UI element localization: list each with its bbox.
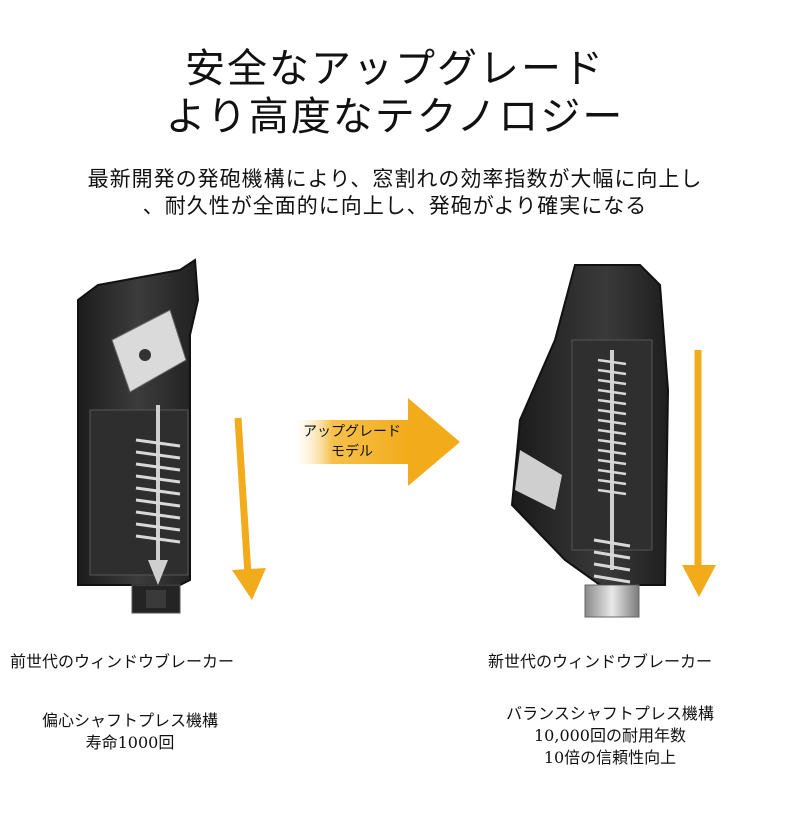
upgrade-label-line2: モデル xyxy=(331,444,373,460)
new-breaker-device xyxy=(510,264,670,618)
comparison-illustration xyxy=(77,258,716,618)
old-model-mechanism: 偏心シャフトプレス機構 xyxy=(41,711,218,730)
old-down-arrow xyxy=(232,417,266,600)
old-spring xyxy=(135,405,181,585)
old-model-lifespan: 寿命1000回 xyxy=(85,733,175,752)
subtitle-line-1: 最新開発の発砲機構により、窓割れの効率指数が大幅に向上し xyxy=(87,167,703,191)
new-model-mechanism: バランスシャフトプレス機構 xyxy=(506,704,714,723)
old-model-name: 前世代のウィンドウブレーカー xyxy=(10,652,235,671)
title-line-1: 安全なアップグレード xyxy=(185,46,605,92)
old-breaker-device xyxy=(77,258,200,614)
new-model-lifespan: 10,000回の耐用年数 xyxy=(534,726,686,745)
new-model-reliability: 10倍の信頼性向上 xyxy=(543,748,677,767)
comparison-stage: アップグレード モデル xyxy=(0,240,790,630)
new-spring xyxy=(593,350,631,596)
new-down-arrow xyxy=(682,350,716,597)
new-model-name: 新世代のウィンドウブレーカー xyxy=(488,652,713,671)
upgrade-label: アップグレード モデル xyxy=(292,422,412,462)
subtitle-line-2: 、耐久性が全面的に向上し、発砲がより確実になる xyxy=(142,194,648,218)
upgrade-label-line1: アップグレード xyxy=(303,424,401,440)
upgrade-arrow xyxy=(290,398,460,486)
title-line-2: より高度なテクノロジー xyxy=(165,94,625,140)
